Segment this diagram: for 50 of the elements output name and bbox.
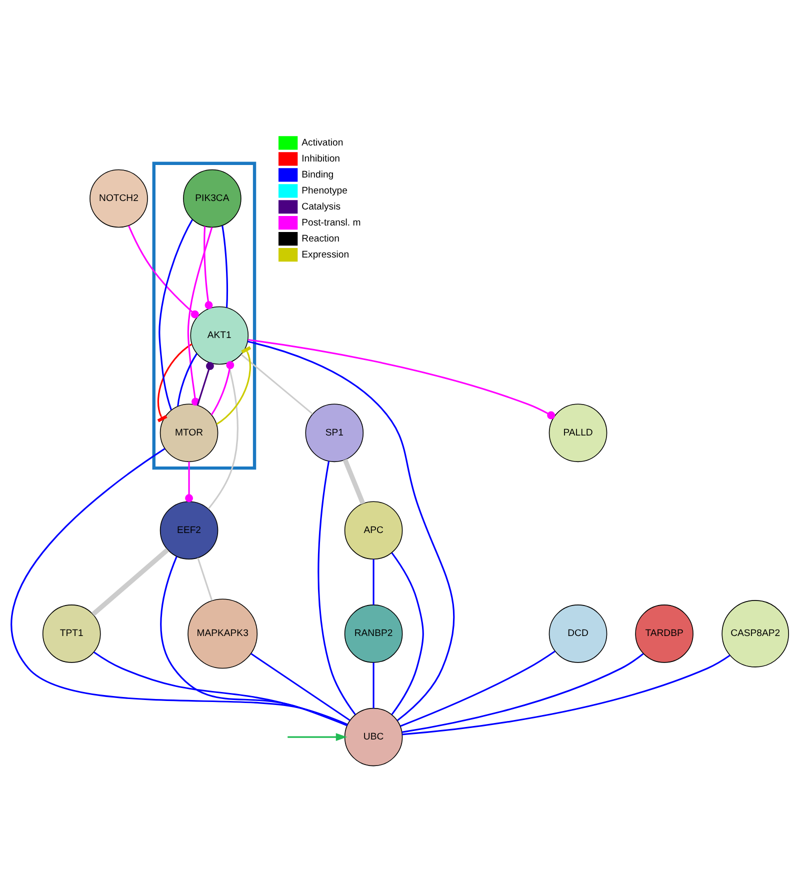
connector (240, 353, 314, 414)
connector (91, 548, 170, 616)
connector (222, 225, 228, 308)
node-circle: SP1 (305, 403, 364, 462)
node-circle: PIK3CA (183, 168, 242, 228)
connector (248, 338, 556, 419)
node-circle: EEF2 (160, 500, 218, 560)
connector (248, 340, 455, 721)
connector (402, 652, 644, 733)
node-circle: NOTCH2 (90, 168, 148, 228)
legend-label: Binding (302, 168, 334, 180)
legend-label: Catalysis (302, 200, 341, 212)
connector (128, 224, 199, 318)
node-circle: TARDBP (635, 604, 694, 662)
connector (185, 461, 194, 502)
legend-label: Inhibition (302, 152, 340, 164)
legend-label: Reaction (302, 232, 340, 244)
connector (204, 226, 213, 309)
legend-label: Activation (302, 136, 344, 148)
node-circle: DCD (548, 604, 608, 662)
connector (197, 557, 213, 600)
connector (160, 556, 348, 726)
connector (250, 652, 350, 721)
connector (210, 360, 234, 415)
node-circle: UBC (344, 707, 403, 766)
cluster (152, 161, 256, 470)
connector (177, 352, 198, 406)
connector (318, 460, 356, 715)
connector (93, 650, 348, 726)
connector (216, 346, 252, 424)
arrow (288, 732, 348, 740)
connector (372, 558, 374, 604)
connector (196, 362, 214, 405)
connector (372, 662, 374, 708)
node-circle: RANBP2 (344, 604, 403, 662)
connector (157, 342, 192, 422)
node-circle: MAPKAPK3 (188, 598, 258, 668)
connector (400, 650, 556, 726)
legend-label: Phenotype (302, 184, 348, 196)
legend-label: Expression (302, 248, 350, 260)
connector (402, 654, 730, 735)
node-circle: PALLD (548, 403, 608, 462)
connector (11, 448, 348, 725)
legend-label: Post-transl. m (302, 216, 361, 228)
node-circle: APC (344, 500, 403, 560)
node-circle: TPT1 (42, 604, 101, 662)
node-circle: CASP8AP2 (722, 600, 789, 667)
connector (158, 218, 194, 410)
connector (342, 458, 366, 504)
connector (391, 552, 424, 715)
